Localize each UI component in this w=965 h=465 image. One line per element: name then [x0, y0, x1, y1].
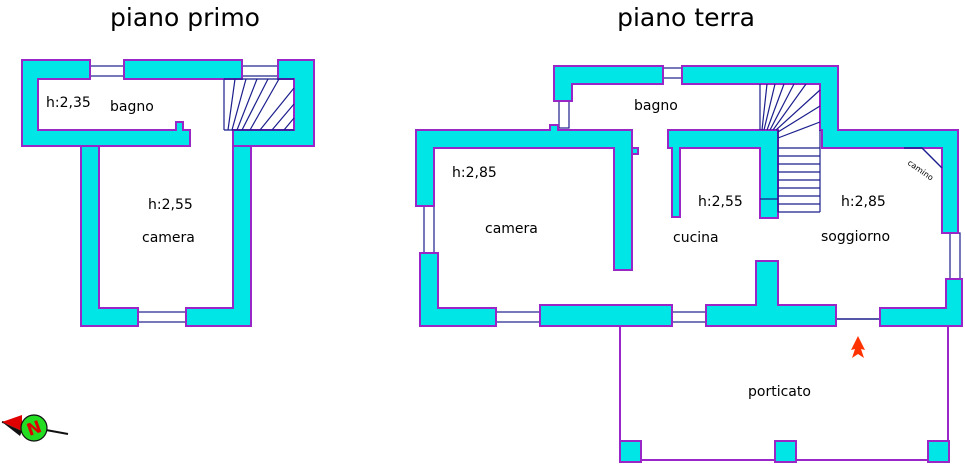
- stairs-first: [223, 78, 295, 131]
- ground-floor-plan: camino bagno h:2,85 camera h:2,55 cucina…: [415, 65, 963, 463]
- ground-kitchen-height: h:2,55: [698, 194, 743, 210]
- first-bathroom-label: bagno: [110, 99, 154, 115]
- window-first-bottom: [137, 311, 187, 323]
- wall-ground-bedroom-bottom-left: [419, 252, 497, 327]
- wall-ground-bedroom-top: [415, 124, 633, 271]
- wall-ground-bottom-right: [879, 278, 963, 327]
- ground-kitchen-label: cucina: [673, 230, 719, 246]
- porch-pillar-right: [927, 440, 950, 463]
- first-floor-title: piano primo: [110, 3, 260, 32]
- first-bathroom-height: h:2,35: [46, 95, 91, 111]
- wall-ground-bottom-middle: [705, 260, 837, 327]
- window-ground-bedroom-bottom: [495, 311, 541, 323]
- first-bedroom-height: h:2,55: [148, 197, 193, 213]
- first-floor-plan: h:2,35 bagno h:2,55 camera: [21, 59, 315, 327]
- wall-ground-stub: [631, 147, 639, 155]
- wall-first-right: [185, 145, 252, 327]
- porch-label: porticato: [748, 384, 811, 400]
- window-first-top-right: [241, 65, 279, 77]
- stairs-ground: [759, 83, 821, 213]
- wall-ground-bathroom-left: [553, 65, 664, 102]
- window-ground-bathroom-side: [558, 100, 570, 129]
- window-ground-living-right: [949, 232, 961, 280]
- first-bedroom-label: camera: [142, 230, 195, 246]
- wall-first-top: [123, 59, 243, 80]
- wall-first-bathroom: [21, 59, 191, 147]
- compass-letter: N: [24, 417, 44, 441]
- ground-bedroom-height: h:2,85: [452, 165, 497, 181]
- north-compass-icon: N: [1, 414, 69, 442]
- fireplace: camino: [904, 147, 943, 182]
- ground-bathroom-label: bagno: [634, 98, 678, 114]
- wall-ground-top-right: [681, 65, 959, 234]
- fireplace-label: camino: [906, 158, 935, 182]
- ground-living-label: soggiorno: [821, 229, 890, 245]
- wall-first-left: [80, 145, 139, 327]
- entrance-arrow-icon: [851, 336, 865, 358]
- window-ground-kitchen-bottom: [671, 311, 707, 323]
- ground-floor-title: piano terra: [617, 3, 755, 32]
- window-ground-bedroom-left: [423, 205, 435, 254]
- ground-bedroom-label: camera: [485, 221, 538, 237]
- window-first-top-left: [89, 65, 125, 77]
- ground-living-height: h:2,85: [841, 194, 886, 210]
- porch-pillar-left: [619, 440, 642, 463]
- window-ground-bathroom: [662, 67, 683, 79]
- wall-ground-bottom-center: [539, 304, 673, 327]
- porch-pillar-middle: [774, 440, 797, 463]
